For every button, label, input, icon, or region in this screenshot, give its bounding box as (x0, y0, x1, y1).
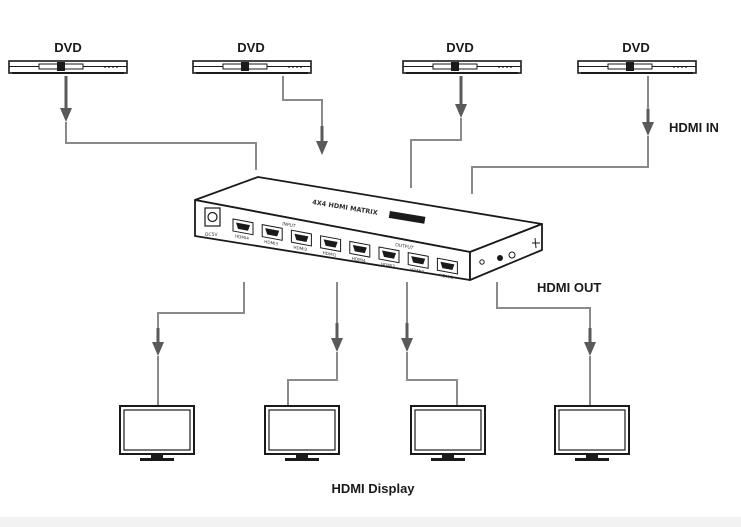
hdmi-output-port-hdmi1: HDMI1 (436, 257, 458, 281)
dvd-label-3: DVD (446, 40, 473, 55)
input-group-label: INPUT (282, 221, 297, 229)
dvd-player-3: DVD (402, 40, 522, 74)
dvd-label-1: DVD (54, 40, 81, 55)
hdmi-out-label: HDMI OUT (537, 280, 601, 295)
dvd-player-2: DVD (192, 40, 312, 74)
input-connection-2 (282, 76, 328, 155)
input-connection-1 (60, 76, 257, 170)
hdmi-in-label: HDMI IN (669, 120, 719, 135)
output-connection-3 (401, 282, 458, 406)
down-arrow-icon (455, 104, 467, 118)
down-arrow-icon (642, 122, 654, 136)
hdmi-port-label: HDMI4 (235, 233, 249, 241)
hdmi-output-port-hdmi2: HDMI2 (407, 252, 429, 275)
dvd-player-4: DVD (577, 40, 697, 74)
hdmi-input-port-hdmi4: HDMI4 (232, 218, 254, 241)
output-connection-4 (496, 282, 596, 406)
hdmi-port-label: HDMI1 (439, 273, 453, 281)
down-arrow-icon (401, 338, 413, 352)
hdmi-input-port-hdmi1: HDMI1 (320, 235, 342, 258)
down-arrow-icon (152, 342, 164, 356)
dc-power-jack: DC5V (204, 207, 221, 238)
hdmi-display-1 (119, 405, 195, 462)
down-arrow-icon (584, 342, 596, 356)
hdmi-display-4 (554, 405, 630, 462)
dvd-player-1: DVD (8, 40, 128, 74)
hdmi-port-label: HDMI4 (352, 256, 366, 264)
hdmi-display-3 (410, 405, 486, 462)
output-connection-1 (152, 282, 245, 406)
output-group-label: OUTPUT (395, 242, 414, 251)
input-connection-3 (410, 76, 467, 188)
hdmi-output-port-hdmi4: HDMI4 (349, 240, 371, 264)
hdmi-port-label: HDMI2 (410, 267, 424, 275)
hdmi-port-label: HDMI2 (293, 245, 307, 253)
down-arrow-icon (331, 338, 343, 352)
dvd-label-2: DVD (237, 40, 264, 55)
hdmi-port-label: HDMI1 (323, 250, 337, 258)
dc-label: DC5V (205, 232, 218, 238)
hdmi-port-label: HDMI3 (381, 261, 395, 269)
hdmi-display-label: HDMI Display (331, 481, 415, 496)
hdmi-display-2 (264, 405, 340, 462)
footer-divider (0, 517, 741, 527)
hdmi-input-port-hdmi2: HDMI2 (290, 229, 312, 253)
hdmi-input-port-hdmi3: HDMI3 (261, 224, 283, 247)
hdmi-port-label: HDMI3 (264, 239, 278, 247)
hdmi-matrix-switcher: 4X4 HDMI MATRIX DC5V INPUT OUTPUT HDMI4H… (194, 176, 543, 281)
output-connection-2 (287, 282, 343, 406)
dvd-label-4: DVD (622, 40, 649, 55)
down-arrow-icon (60, 108, 72, 122)
hdmi-output-port-hdmi3: HDMI3 (378, 246, 400, 269)
down-arrow-icon (316, 141, 328, 155)
input-connection-4 (471, 76, 654, 194)
